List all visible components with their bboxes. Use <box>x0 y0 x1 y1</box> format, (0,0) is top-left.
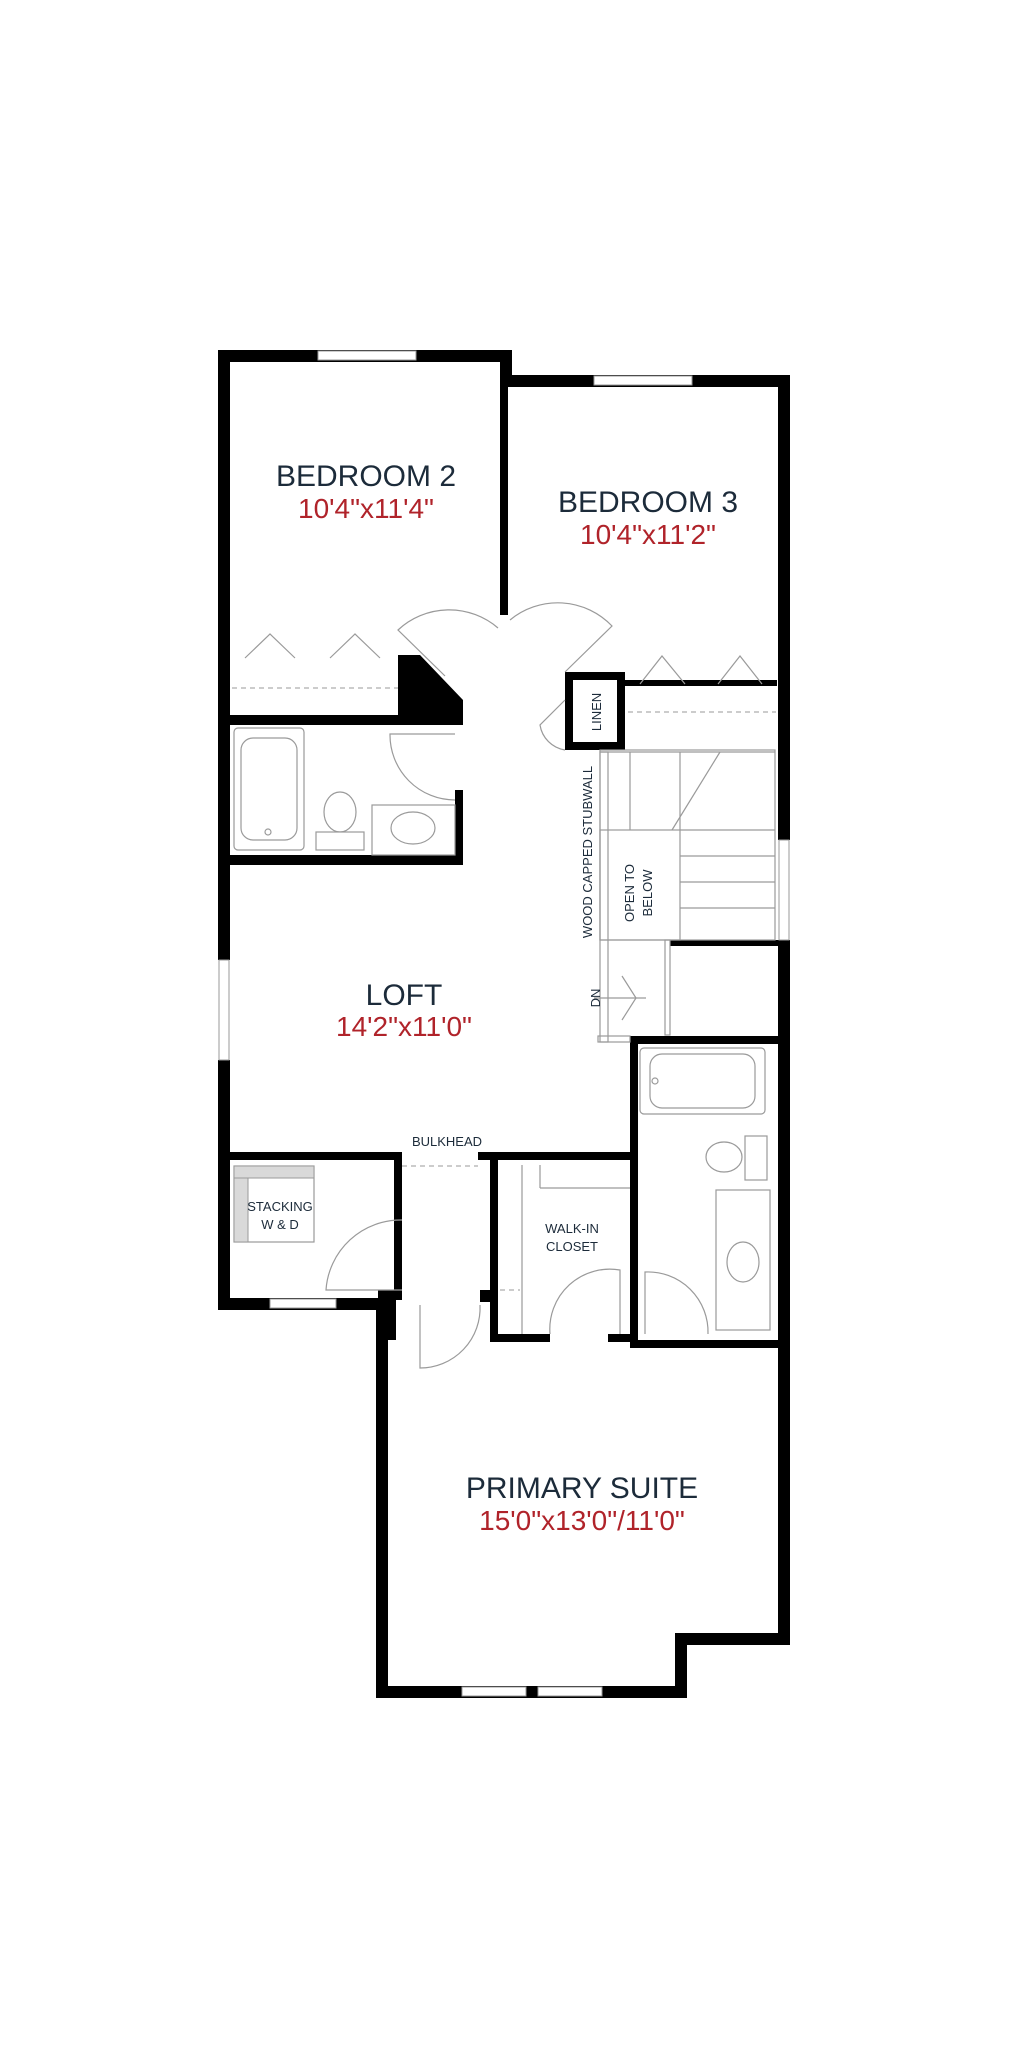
bedroom-2-name: BEDROOM 2 <box>276 460 456 493</box>
door-swings <box>325 602 709 1369</box>
wd-label: W & D <box>261 1217 299 1232</box>
laundry-fixtures <box>233 1165 478 1243</box>
bedroom-3-name: BEDROOM 3 <box>558 486 738 519</box>
stacking-label: STACKING <box>247 1199 313 1214</box>
primary-suite-name: PRIMARY SUITE <box>466 1472 698 1505</box>
dn-label: DN <box>588 989 603 1008</box>
bedroom-3-dims: 10'4"x11'2" <box>580 519 716 550</box>
stubwall-label: WOOD CAPPED STUBWALL <box>580 766 595 938</box>
linen-label: LINEN <box>589 693 604 731</box>
primary-suite-dims: 15'0"x13'0"/11'0" <box>479 1505 685 1536</box>
main-bath-fixtures <box>233 727 456 856</box>
walkin-label: WALK-IN <box>545 1221 599 1236</box>
windows <box>218 350 790 1697</box>
closet-doors <box>232 633 776 713</box>
ensuite-fixtures <box>639 1047 771 1331</box>
open-to-label: OPEN TO <box>622 864 637 922</box>
bedroom-2-dims: 10'4"x11'4" <box>298 493 434 524</box>
stairs <box>594 749 776 1043</box>
exterior-walls <box>218 350 790 1698</box>
below-label: BELOW <box>640 869 655 917</box>
interior-walls <box>218 350 790 1348</box>
bulkhead-label: BULKHEAD <box>412 1134 482 1149</box>
loft-dims: 14'2"x11'0" <box>336 1011 472 1042</box>
walkin-shelves <box>500 1165 630 1334</box>
closet-label: CLOSET <box>546 1239 598 1254</box>
loft-name: LOFT <box>366 979 443 1012</box>
